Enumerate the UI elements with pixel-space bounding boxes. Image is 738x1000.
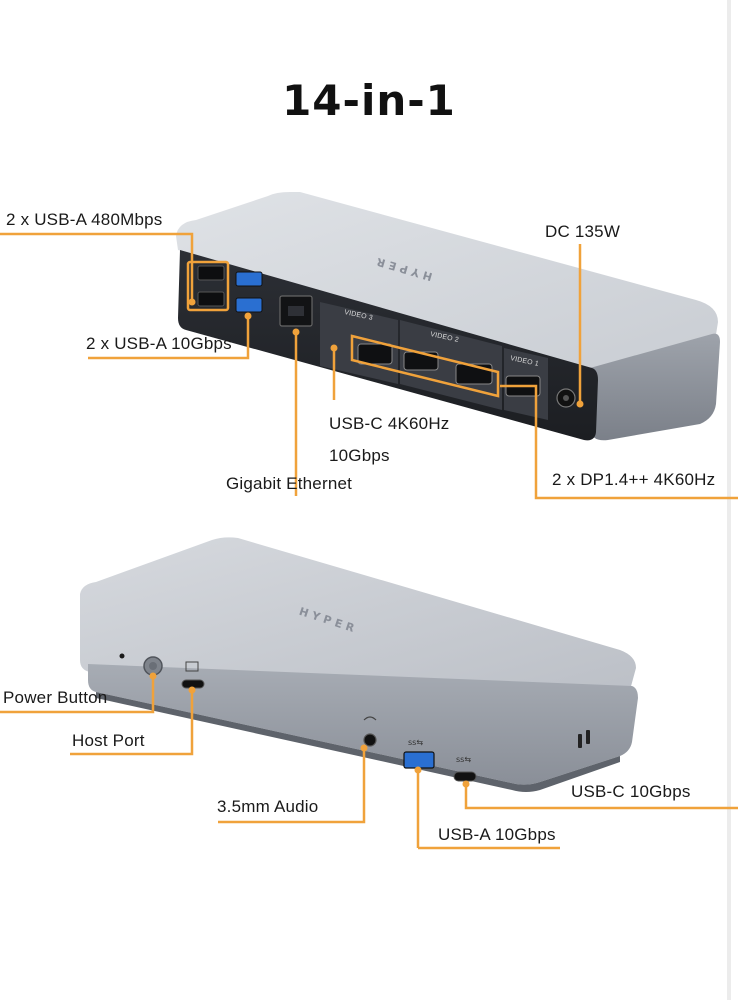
- callout-line-usb-a-10g: [88, 318, 250, 360]
- label-usb-a-10g-rear: 2 x USB-A 10Gbps: [86, 334, 232, 353]
- callout-line-usb-c-front: [464, 784, 738, 810]
- usb-a-480-port-1: [197, 265, 225, 281]
- callout-line-host: [70, 690, 194, 756]
- label-host-port: Host Port: [72, 731, 145, 750]
- usb-a-480-port-2: [197, 291, 225, 307]
- callout-dot-power: [149, 672, 157, 680]
- ss-usb-c-icon: ss⇆: [456, 755, 471, 764]
- security-slot-1: [578, 734, 582, 748]
- callout-dot-audio: [360, 744, 368, 752]
- rear-callout-lines: [0, 232, 738, 500]
- callout-box-usb-a-480: [186, 260, 230, 312]
- callout-line-usb-a-480: [0, 232, 194, 302]
- callout-line-power: [0, 676, 155, 714]
- usb-c-front-port: [453, 771, 477, 782]
- label-usb-c-video: USB-C 4K60Hz: [329, 414, 450, 433]
- callout-box-dp: [350, 334, 500, 398]
- dock-front-view: ss⇆ ss⇆: [80, 537, 638, 792]
- callout-dot-dc: [576, 400, 584, 408]
- usb-a-10g-rear-port-2: [235, 297, 263, 313]
- callout-line-dp: [500, 384, 738, 500]
- dock-rear-view: [176, 192, 720, 441]
- laptop-icon: [185, 661, 199, 672]
- callout-dot-usb-a-10g: [244, 312, 252, 320]
- headphone-icon: [363, 716, 377, 721]
- label-usb-a-480: 2 x USB-A 480Mbps: [6, 210, 163, 229]
- security-slot-2: [586, 730, 590, 744]
- dock-front-top-surface: [80, 537, 636, 690]
- usb-a-front-port: [403, 751, 435, 769]
- usb-a-10g-rear-port-1: [235, 271, 263, 287]
- callout-dot-host: [188, 686, 196, 694]
- power-button-center: [149, 662, 157, 670]
- callout-dot-usb-c-front: [462, 780, 470, 788]
- ethernet-port-contacts: [288, 306, 304, 316]
- page-title: 14-in-1: [282, 76, 456, 125]
- label-usb-c-front: USB-C 10Gbps: [571, 782, 691, 801]
- callout-dot-usb-a-front: [414, 766, 422, 774]
- front-callout-lines: [0, 676, 738, 850]
- audio-jack: [363, 733, 377, 747]
- dp-port-video3: [357, 343, 393, 365]
- video2-bay: [400, 320, 502, 410]
- label-usb-c-video-speed: 10Gbps: [329, 446, 390, 465]
- dock-rear-side-face: [590, 333, 720, 441]
- callout-line-audio: [218, 748, 366, 824]
- page-edge-divider: [727, 0, 731, 1000]
- callout-dot-usb-c-video: [330, 344, 338, 352]
- label-dc-power: DC 135W: [545, 222, 621, 241]
- label-gigabit-ethernet: Gigabit Ethernet: [226, 474, 353, 493]
- dock-front-face: [88, 664, 638, 785]
- dock-rear-top-surface: [176, 192, 718, 372]
- ss-usb-icon: ss⇆: [408, 738, 423, 747]
- callout-dot-ethernet: [292, 328, 300, 336]
- label-dp: 2 x DP1.4++ 4K60Hz: [552, 470, 716, 489]
- label-power-button: Power Button: [3, 688, 108, 707]
- callout-dot-usb-a-480: [188, 298, 196, 306]
- dc-jack-pin: [563, 395, 569, 401]
- status-led: [119, 653, 125, 659]
- label-usb-a-front: USB-A 10Gbps: [438, 825, 556, 844]
- label-audio: 3.5mm Audio: [217, 797, 319, 816]
